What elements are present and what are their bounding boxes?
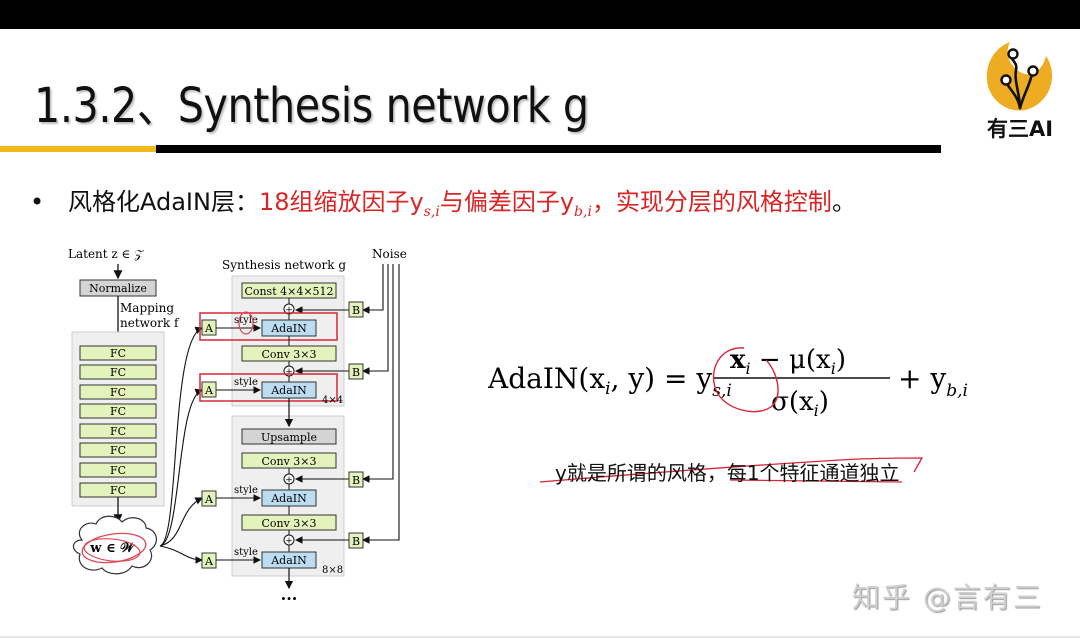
- highlight-text-1: 18组缩放因子y: [258, 188, 424, 216]
- stylegan-architecture-diagram: Latent z ∈ 𝒵 Normalize Mapping network f…: [60, 240, 420, 615]
- svg-text:+: +: [285, 306, 293, 316]
- conv-block: Conv 3×3: [261, 517, 316, 530]
- synthesis-label: Synthesis network g: [222, 258, 346, 272]
- style-label: style: [234, 547, 258, 558]
- title-rule: [156, 145, 941, 153]
- svg-text:+: +: [285, 368, 293, 378]
- conv-block: Conv 3×3: [261, 348, 316, 361]
- svg-text:σ(xi): σ(xi): [771, 387, 829, 420]
- const-block: Const 4×4×512: [244, 285, 333, 298]
- svg-text:AdaIN(xi, y) = ys,i: AdaIN(xi, y) = ys,i: [488, 362, 732, 401]
- adain-block: AdaIN: [270, 384, 307, 397]
- fc-block: FC: [110, 425, 126, 438]
- mapping-label-2: network f: [120, 316, 180, 330]
- fc-block: FC: [110, 347, 126, 360]
- b-block: B: [352, 535, 360, 548]
- bullet-end: 。: [831, 188, 856, 216]
- top-black-bar: [0, 0, 1080, 29]
- fc-block: FC: [110, 464, 126, 477]
- mapping-label-1: Mapping: [120, 301, 174, 315]
- ellipsis: ···: [281, 589, 298, 608]
- adain-formula: AdaIN(xi, y) = ys,i xi − μ(xi) σ(xi) + y…: [487, 340, 998, 428]
- svg-text:+: +: [285, 537, 293, 547]
- adain-block: AdaIN: [270, 492, 307, 505]
- note-text: y就是所谓的风格，每1个特征通道独立: [555, 461, 900, 485]
- highlight-box: [199, 373, 338, 402]
- fc-block: FC: [110, 386, 126, 399]
- svg-text:有三AI: 有三AI: [987, 117, 1053, 141]
- bullet-marker: •: [30, 188, 45, 216]
- b-block: B: [352, 366, 360, 379]
- svg-text:+: +: [285, 476, 293, 486]
- circuit-tree-icon: 有三AI: [986, 42, 1053, 141]
- adain-block: AdaIN: [270, 322, 307, 335]
- highlight-text-2: 与偏差因子y: [439, 188, 575, 216]
- a-block: A: [204, 322, 214, 335]
- a-block: A: [204, 493, 214, 506]
- latent-label: Latent z ∈ 𝒵: [68, 247, 144, 261]
- highlight-box: [199, 312, 338, 341]
- bottom-divider: [0, 636, 1080, 638]
- fc-block: FC: [110, 366, 126, 379]
- watermark: 知乎 @言有三: [852, 581, 1043, 614]
- style-label: style: [234, 315, 258, 326]
- svg-text:+ yb,i: + yb,i: [898, 362, 968, 401]
- conv-block: Conv 3×3: [261, 455, 316, 468]
- a-block: A: [204, 384, 214, 397]
- resolution-label: 4×4: [322, 395, 343, 406]
- a-block: A: [204, 555, 214, 568]
- bullet-point: • 风格化AdaIN层：18组缩放因子ys,i与偏差因子yb,i，实现分层的风格控…: [30, 182, 856, 220]
- fc-stack: FC FC FC FC FC FC FC FC: [79, 345, 157, 498]
- w-label: w ∈ 𝒲: [89, 541, 135, 556]
- style-label: style: [234, 377, 258, 388]
- noise-label: Noise: [372, 247, 407, 261]
- resolution-label: 8×8: [322, 565, 343, 576]
- upsample-block: Upsample: [261, 431, 317, 444]
- subscript-b-i: b,i: [574, 204, 592, 220]
- highlight-text-3: ，实现分层的风格控制: [591, 188, 832, 216]
- style-label: style: [234, 485, 258, 496]
- title-rule-accent: [0, 146, 156, 152]
- bullet-label: 风格化AdaIN层：: [68, 188, 259, 216]
- bullet-highlight: 18组缩放因子ys,i与偏差因子yb,i，实现分层的风格控制: [258, 188, 832, 220]
- slide-title: 1.3.2、Synthesis network g: [34, 78, 589, 134]
- b-block: B: [352, 474, 360, 487]
- subscript-s-i: s,i: [423, 204, 440, 220]
- b-block: B: [352, 304, 360, 317]
- logo: 有三AI: [980, 38, 1060, 143]
- fc-block: FC: [110, 444, 126, 457]
- normalize-block: Normalize: [89, 282, 147, 295]
- fc-block: FC: [110, 405, 126, 418]
- svg-text:xi − μ(xi): xi − μ(xi): [730, 345, 846, 378]
- fc-block: FC: [110, 484, 126, 497]
- w-latent-cloud: [72, 515, 157, 575]
- adain-block: AdaIN: [270, 554, 307, 567]
